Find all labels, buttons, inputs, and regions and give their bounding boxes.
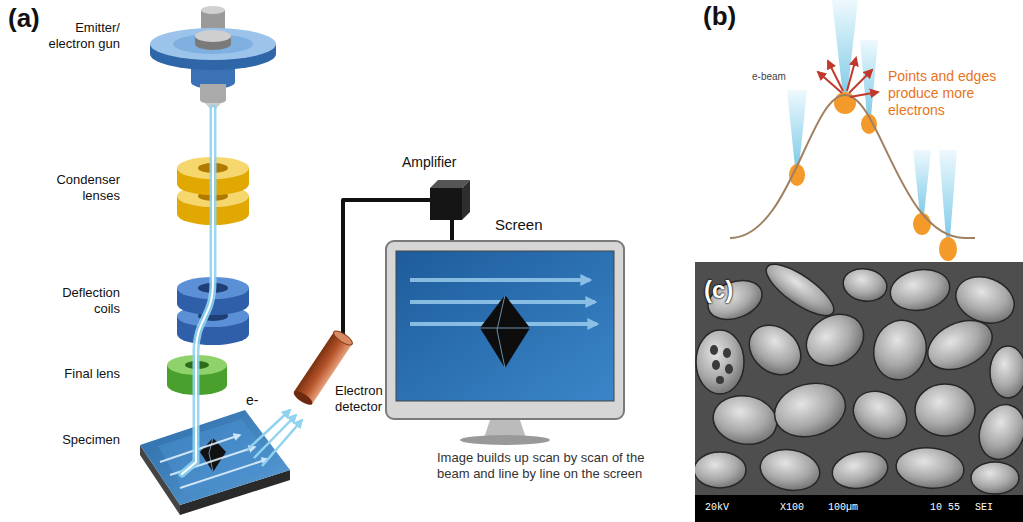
sem-micrograph-part-part bbox=[759, 262, 841, 324]
amplifier-shape bbox=[430, 180, 470, 220]
sem-micrograph-part-part bbox=[703, 274, 768, 327]
electron-detector: Electron detector bbox=[290, 325, 358, 410]
specimen-stage-part bbox=[158, 419, 277, 494]
monitor-part bbox=[396, 251, 614, 401]
micrograph-info: 10 55 bbox=[930, 502, 960, 514]
amplifier-box bbox=[430, 180, 470, 220]
sem-micrograph-part bbox=[695, 262, 1023, 495]
part-label: Final lens bbox=[40, 366, 120, 382]
topography-sketch-part bbox=[913, 213, 931, 235]
sem-micrograph-part-part bbox=[797, 304, 873, 376]
monitor bbox=[386, 241, 624, 419]
monitor-part bbox=[480, 328, 530, 329]
electron-gun-part bbox=[200, 84, 226, 104]
sem-micrograph-part-part bbox=[990, 346, 1023, 398]
secondary-electrons-part bbox=[262, 420, 302, 466]
sem-micrograph-part-part bbox=[915, 384, 975, 436]
monitor-part bbox=[497, 295, 505, 368]
sem-micrograph-part-part bbox=[972, 398, 1023, 466]
sem-micrograph-part-part bbox=[725, 364, 733, 374]
panel-letter: (c) bbox=[704, 276, 733, 305]
specimen-stage bbox=[140, 410, 290, 515]
topography-sketch-part bbox=[849, 70, 872, 93]
topography-sketch-part bbox=[787, 90, 807, 167]
signal-cable bbox=[450, 220, 454, 240]
electron-beam bbox=[182, 108, 213, 474]
micrograph-info: SEI bbox=[975, 502, 993, 514]
part-label: Deflection coils bbox=[40, 285, 120, 316]
electron-beam-part bbox=[182, 108, 213, 474]
monitor-stand bbox=[460, 420, 550, 445]
part-label: Condenser lenses bbox=[40, 172, 120, 203]
sem-micrograph bbox=[695, 262, 1023, 522]
sem-micrograph-part-part bbox=[712, 360, 720, 370]
screen-monitor: Screen bbox=[385, 240, 625, 420]
sem-micrograph-part-part bbox=[757, 445, 823, 495]
panel-letter: (a) bbox=[8, 3, 40, 34]
monitor-part bbox=[386, 241, 624, 419]
micrograph-info: X100 bbox=[780, 502, 804, 514]
electron-gun-part bbox=[195, 30, 231, 42]
sem-micrograph-part-part bbox=[920, 311, 1000, 380]
sem-micrograph-part bbox=[695, 495, 1023, 522]
sem-micrograph-part-part bbox=[768, 376, 851, 445]
sem-micrograph-part-part bbox=[709, 391, 780, 449]
micrograph-info: 20kV bbox=[705, 502, 729, 514]
sem-micrograph-part-part bbox=[867, 314, 933, 385]
amplifier-box-part bbox=[462, 180, 470, 220]
electron-symbol: e- bbox=[246, 392, 258, 409]
electron-gun-part bbox=[150, 28, 276, 60]
sem-micrograph-part-part bbox=[696, 330, 744, 394]
electron-beam-part bbox=[182, 108, 213, 474]
electron-gun bbox=[150, 6, 276, 112]
amplifier: Amplifier bbox=[430, 180, 470, 220]
amplifier-box-part bbox=[430, 188, 462, 220]
sem-micrograph-part-part bbox=[971, 462, 1019, 494]
topography-sketch-part bbox=[828, 61, 843, 91]
part-label: Specimen bbox=[40, 432, 120, 448]
secondary-electrons bbox=[247, 410, 302, 466]
electron-gun-part bbox=[201, 6, 225, 14]
topography-sketch-part bbox=[850, 92, 878, 97]
sem-micrograph-part-part bbox=[716, 376, 724, 384]
monitor-part bbox=[410, 278, 590, 282]
detector-cylinder-part bbox=[332, 329, 355, 348]
screen-monitor-shape bbox=[385, 240, 625, 420]
detector-cylinder-part bbox=[292, 388, 315, 407]
sem-micrograph-part bbox=[710, 345, 733, 384]
sem-micrograph-part-part bbox=[894, 445, 965, 491]
specimen-stage-part bbox=[209, 438, 213, 472]
sem-micrograph-part-part bbox=[710, 345, 718, 355]
screen-label: Screen bbox=[495, 216, 543, 234]
sem-micrograph-part-part bbox=[829, 447, 890, 492]
specimen-stage-part bbox=[140, 410, 290, 505]
caption-note: Image builds up scan by scan of the beam… bbox=[437, 450, 652, 481]
monitor-stand-part bbox=[460, 435, 550, 445]
sem-micrograph-part-part bbox=[841, 265, 890, 304]
sem-micrograph-part-part bbox=[887, 265, 953, 315]
panel-letter: (b) bbox=[703, 1, 736, 32]
micrograph-info: 100µm bbox=[828, 502, 858, 514]
topography-sketch-part bbox=[939, 150, 957, 238]
sem-micrograph-part-part bbox=[695, 452, 746, 488]
specimen-stage-part bbox=[160, 435, 240, 462]
amplifier-label: Amplifier bbox=[402, 154, 456, 171]
sem-micrograph-part-part bbox=[845, 382, 915, 448]
sem-micrograph-part bbox=[695, 262, 1023, 522]
sem-micrograph-part-part bbox=[723, 348, 731, 358]
sem-micrograph-part-part bbox=[739, 315, 810, 385]
part-label: Emitter/ electron gun bbox=[40, 20, 120, 51]
topography-sketch bbox=[730, 0, 975, 261]
beam-label: e-beam bbox=[752, 71, 786, 83]
topography-sketch-part bbox=[939, 237, 957, 261]
topography-sketch-part bbox=[832, 0, 858, 96]
callout-note: Points and edges produce more electrons bbox=[888, 68, 1016, 118]
monitor-part bbox=[480, 295, 530, 368]
